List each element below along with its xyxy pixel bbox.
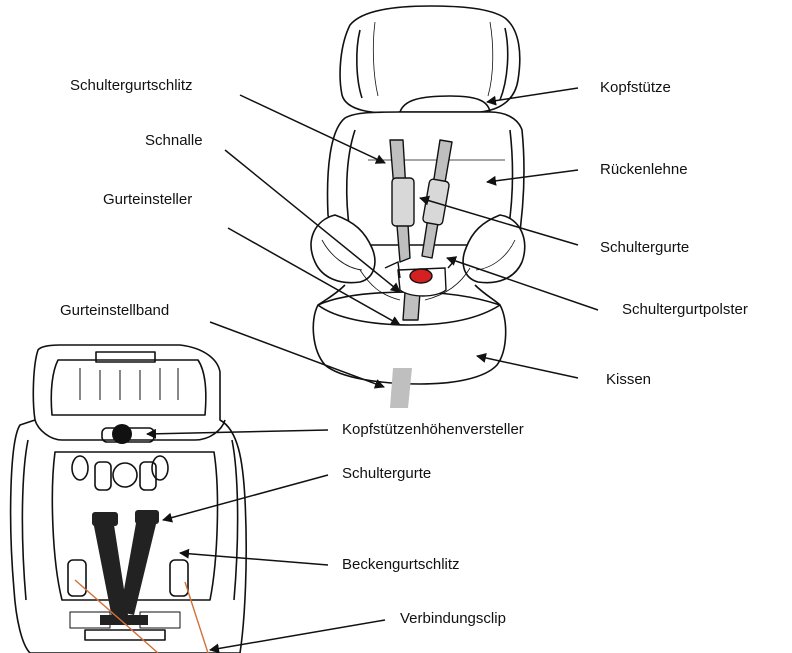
label-gurteinstellband: Gurteinstellband — [60, 302, 169, 320]
label-schultergurtschlitz: Schultergurtschlitz — [70, 77, 193, 95]
crotch-strap — [390, 368, 412, 408]
label-schultergurte-back: Schultergurte — [342, 465, 431, 483]
buckle-red-button — [410, 269, 432, 283]
harness-adjuster-left — [392, 178, 414, 226]
label-schnalle: Schnalle — [145, 132, 203, 150]
label-schultergurtpolster: Schultergurtpolster — [622, 301, 748, 319]
label-rueckenlehne: Rückenlehne — [600, 161, 688, 179]
label-schultergurte-front: Schultergurte — [600, 239, 689, 257]
label-verbindungsclip: Verbindungsclip — [400, 610, 506, 628]
label-beckengurtschlitz: Beckengurtschlitz — [342, 556, 460, 574]
label-kissen: Kissen — [606, 371, 651, 389]
label-kopfstuetzenhoehenversteller: Kopfstützenhöhenversteller — [342, 421, 524, 439]
buckle — [385, 260, 455, 296]
label-gurteinsteller: Gurteinsteller — [103, 191, 192, 209]
front-seat — [311, 6, 525, 384]
label-kopfstuetze: Kopfstütze — [600, 79, 671, 97]
height-adjuster-knob — [112, 424, 132, 444]
